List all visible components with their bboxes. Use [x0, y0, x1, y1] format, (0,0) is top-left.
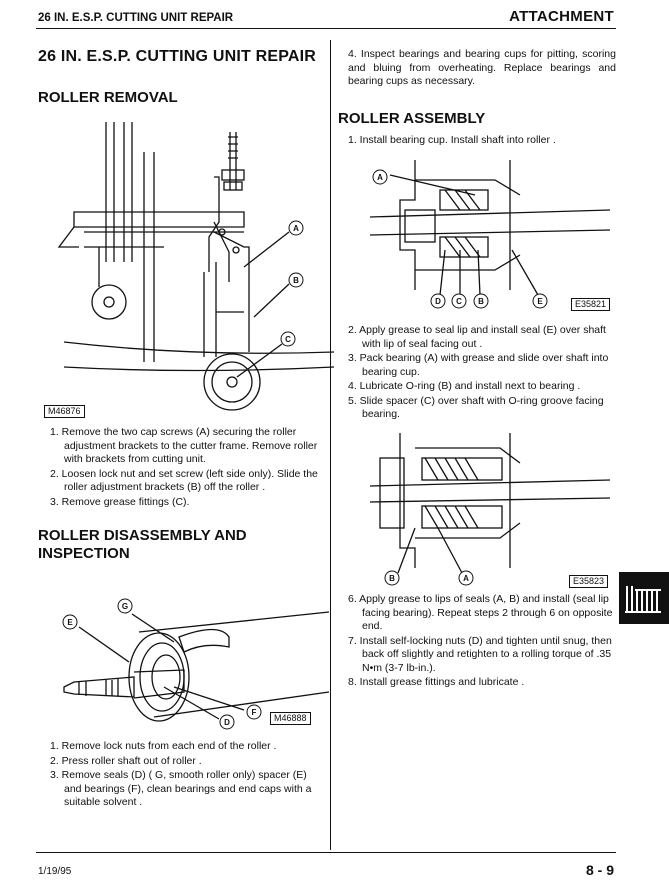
assembly-cross-section-2: B A: [369, 433, 611, 586]
figure-id-e35821: E35821: [571, 298, 611, 311]
disassembly-heading-line1: ROLLER DISASSEMBLY AND: [38, 527, 247, 544]
assembly-step-4: 4. Lubricate O-ring (B) and install next…: [348, 380, 581, 392]
cutting-reel-icon: [625, 586, 661, 613]
header-chapter: ATTACHMENT: [509, 8, 614, 25]
assembly-step-1: 1. Install bearing cup. Install shaft in…: [348, 134, 556, 146]
assembly-steps-b: 6. Apply grease to lips of seals (A, B) …: [348, 593, 618, 691]
page-title: 26 IN. E.S.P. CUTTING UNIT REPAIR: [38, 48, 317, 65]
assembly-step-2: 2. Apply grease to seal lip and install …: [348, 324, 606, 350]
callout-f: F: [252, 708, 257, 717]
roller-removal-steps: 1. Remove the two cap screws (A) securin…: [50, 426, 320, 510]
callout-g: G: [122, 602, 128, 611]
removal-step-3: 3. Remove grease fittings (C).: [50, 495, 190, 508]
callout-d: D: [224, 718, 230, 727]
removal-step-2: 2. Loosen lock nut and set screw (left s…: [50, 467, 318, 494]
fig1-callout-b: B: [478, 297, 484, 306]
disassembly-step-1: 1. Remove lock nuts from each end of the…: [50, 740, 277, 752]
callout-a: A: [293, 224, 299, 233]
footer-date: 1/19/95: [38, 866, 72, 877]
disassembly-steps: 1. Remove lock nuts from each end of the…: [50, 740, 320, 811]
header-rule: [36, 28, 616, 29]
disassembly-step-3: 3. Remove seals (D) ( G, smooth roller o…: [50, 769, 312, 808]
assembly-figure-1: A D C B E: [360, 155, 616, 315]
fig1-callout-e: E: [537, 297, 543, 306]
header-section-title: 26 IN. E.S.P. CUTTING UNIT REPAIR: [38, 12, 234, 24]
figure-id-m46888: M46888: [270, 712, 311, 725]
callout-b: B: [293, 276, 299, 285]
callout-c: C: [285, 335, 291, 344]
disassembly-heading: ROLLER DISASSEMBLY AND INSPECTION: [38, 527, 247, 563]
assembly-cross-section-1: A D C B E: [369, 160, 611, 309]
assembly-figure-2: B A: [360, 428, 616, 588]
fig1-callout-c: C: [456, 297, 462, 306]
assembly-step-3: 3. Pack bearing (A) with grease and slid…: [348, 352, 609, 378]
roller-removal-figure: A B C: [44, 112, 335, 420]
removal-step-1: 1. Remove the two cap screws (A) securin…: [50, 426, 318, 465]
callout-e: E: [67, 618, 73, 627]
assembly-step-5: 5. Slide spacer (C) over shaft with O-ri…: [348, 394, 604, 421]
fig1-callout-d: D: [435, 297, 441, 306]
fig2-callout-b: B: [389, 574, 395, 583]
assembly-step-7: 7. Install self-locking nuts (D) and tig…: [348, 634, 612, 674]
figure-id-e35823: E35823: [569, 575, 609, 588]
disassembly-heading-line2: INSPECTION: [38, 545, 130, 562]
roller-disassembly-figure: G E F D: [44, 592, 334, 742]
figure-id-m46876: M46876: [44, 405, 85, 418]
fig2-callout-a: A: [463, 574, 469, 583]
roller-removal-drawing: A B C: [57, 122, 335, 411]
assembly-step-6: 6. Apply grease to lips of seals (A, B) …: [348, 593, 613, 632]
disassembly-step-2: 2. Press roller shaft out of roller .: [50, 754, 202, 767]
section-tab: [619, 572, 669, 624]
assembly-step-8: 8. Install grease fittings and lubricate…: [348, 676, 525, 688]
page-number: 8 - 9: [585, 862, 614, 878]
roller-assembly-heading: ROLLER ASSEMBLY: [338, 110, 486, 127]
column-divider: [330, 40, 331, 850]
assembly-steps-a: 2. Apply grease to seal lip and install …: [348, 324, 618, 423]
footer-rule: [36, 852, 616, 853]
fig1-callout-a: A: [377, 173, 383, 182]
inspect-step: 4. Inspect bearings and bearing cups for…: [348, 48, 616, 87]
roller-removal-heading: ROLLER REMOVAL: [38, 89, 178, 106]
roller-disassembly-drawing: G E F D: [62, 598, 330, 730]
